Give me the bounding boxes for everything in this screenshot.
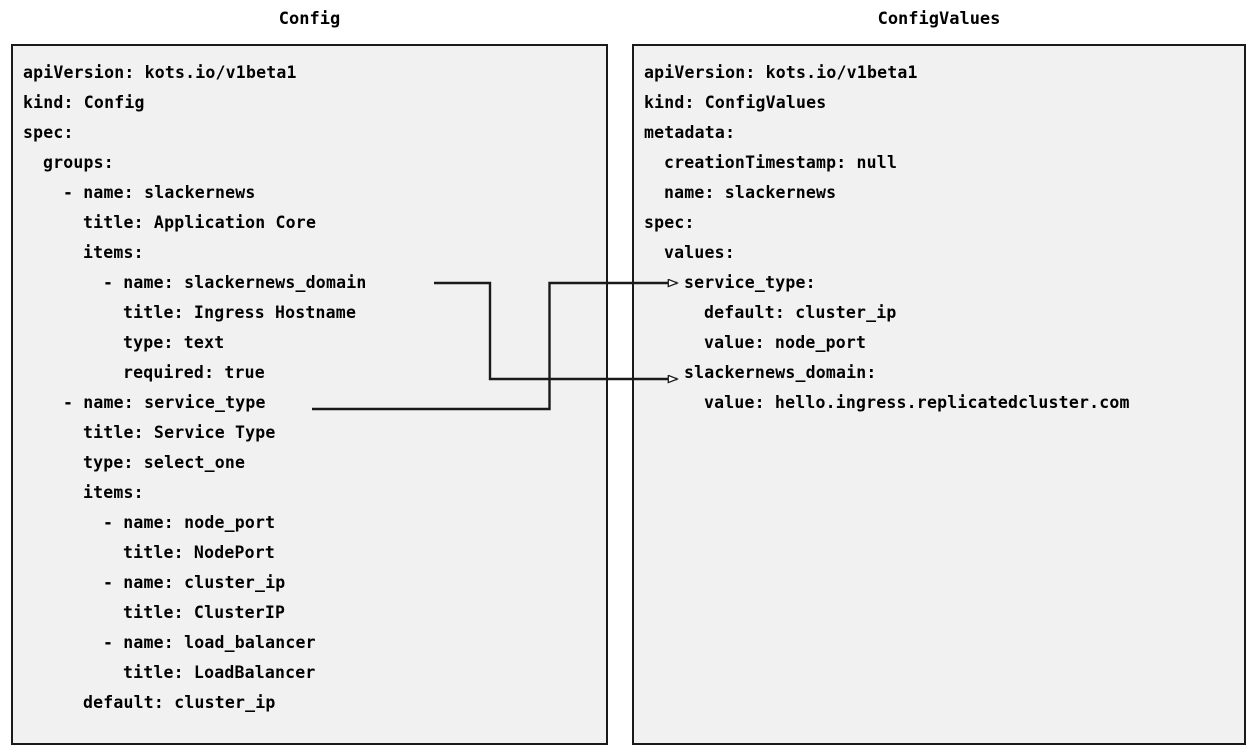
configvalues-yaml-line-1: kind: ConfigValues [644, 93, 827, 112]
config-yaml-line-6: items: [83, 243, 144, 262]
config-yaml-panel: apiVersion: kots.io/v1beta1 kind: Config s… [11, 44, 608, 745]
config-yaml-line-13: type: select_one [83, 453, 246, 472]
config-yaml-line-4: - name: slackernews [63, 183, 256, 202]
config-yaml-line-18: title: ClusterIP [123, 603, 286, 622]
left-panel-title: Config [278, 9, 341, 29]
config-yaml-line-12: title: Service Type [83, 423, 276, 442]
configvalues-yaml-body: apiVersion: kots.io/v1beta1 kind: ConfigV… [644, 51, 1244, 743]
configvalues-yaml-line-0: apiVersion: kots.io/v1beta1 [644, 63, 918, 82]
configvalues-yaml-line-11: value: hello.ingress.replicatedcluster.c… [704, 393, 1130, 412]
config-yaml-line-16: title: NodePort [123, 543, 276, 562]
config-yaml-line-19: - name: load_balancer [103, 633, 316, 652]
config-yaml-line-5: title: Application Core [83, 213, 317, 232]
config-yaml-line-2: spec: [23, 123, 74, 142]
config-yaml-body: apiVersion: kots.io/v1beta1 kind: Config s… [23, 51, 606, 743]
config-yaml-line-8: title: Ingress Hostname [123, 303, 357, 322]
config-yaml-line-14: items: [83, 483, 144, 502]
configvalues-yaml-line-6: values: [664, 243, 735, 262]
config-yaml-line-17: - name: cluster_ip [103, 573, 286, 592]
config-yaml-line-20: title: LoadBalancer [123, 663, 316, 682]
config-yaml-line-7: - name: slackernews_domain [103, 273, 367, 292]
config-yaml-line-15: - name: node_port [103, 513, 276, 532]
config-yaml-line-9: type: text [123, 333, 225, 352]
config-yaml-line-21: default: cluster_ip [83, 693, 276, 712]
configvalues-yaml-line-7: service_type: [684, 273, 816, 292]
config-yaml-line-3: groups: [43, 153, 114, 172]
right-panel-title: ConfigValues [877, 9, 1001, 29]
configvalues-yaml-line-10: slackernews_domain: [684, 363, 877, 382]
configvalues-yaml-line-3: creationTimestamp: null [664, 153, 898, 172]
config-yaml-line-1: kind: Config [23, 93, 145, 112]
config-yaml-line-10: required: true [123, 363, 265, 382]
configvalues-yaml-line-5: spec: [644, 213, 695, 232]
configvalues-yaml-line-4: name: slackernews [664, 183, 837, 202]
config-yaml-line-11: - name: service_type [63, 393, 266, 412]
configvalues-yaml-line-9: value: node_port [704, 333, 867, 352]
config-yaml-line-0: apiVersion: kots.io/v1beta1 [23, 63, 297, 82]
configvalues-yaml-line-8: default: cluster_ip [704, 303, 897, 322]
configvalues-yaml-panel: apiVersion: kots.io/v1beta1 kind: ConfigV… [632, 44, 1246, 745]
configvalues-yaml-line-2: metadata: [644, 123, 736, 142]
